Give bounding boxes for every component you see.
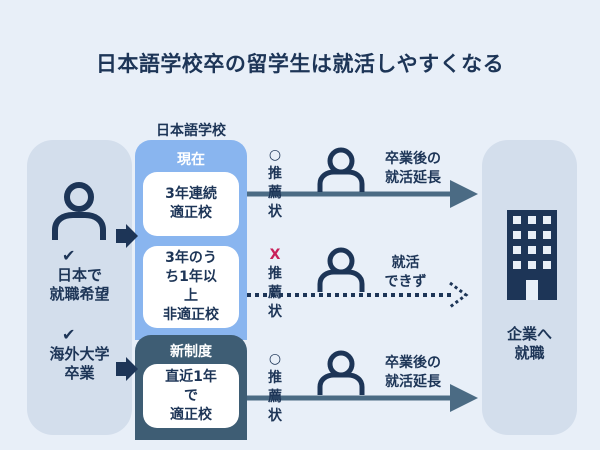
applicant-person-icon [48, 180, 110, 242]
arrow-to-school-upper [116, 229, 126, 243]
rec-char: 薦 [268, 389, 282, 405]
rec-char: 推 [268, 370, 282, 386]
condition-check-icon: ✔ [62, 246, 76, 265]
arrow-row3-head [450, 384, 478, 412]
x-mark: X [269, 247, 281, 263]
circle-mark: ○ [268, 351, 282, 367]
recommendation-no-row2: X 推 薦 状 [263, 246, 287, 322]
school-box-qualified-3yrs: 3年連続 適正校 [143, 172, 239, 236]
diagram-title: 日本語学校卒の留学生は就活しやすくなる [95, 52, 505, 76]
arrow-to-school-upper-head [126, 224, 138, 248]
recommendation-ok-row1: ○ 推 薦 状 [263, 146, 287, 222]
arrow-to-school-lower [116, 362, 126, 376]
current-system-label: 現在 [177, 152, 205, 168]
rec-char: 薦 [268, 185, 282, 201]
dotted-row2-head [449, 281, 469, 309]
school-box-nonqualified: 3年のう ち1年以 上 非適正校 [143, 246, 239, 328]
person-icon-row1 [317, 147, 365, 192]
school-box-qualified-1yr: 直近1年 で 適正校 [143, 364, 239, 428]
building-icon [507, 210, 557, 300]
rec-char: 薦 [268, 285, 282, 301]
person-icon-row2 [317, 247, 365, 292]
circle-mark: ○ [268, 147, 282, 163]
new-system-label: 新制度 [170, 344, 212, 360]
condition-japan-job: 日本で 就職希望 [49, 266, 110, 303]
recommendation-ok-row3: ○ 推 薦 状 [263, 350, 287, 426]
condition-overseas-degree: 海外大学 卒業 [49, 345, 110, 382]
company-job-text: 企業へ 就職 [506, 325, 552, 362]
rec-char: 状 [268, 304, 282, 320]
applicant-panel [27, 140, 132, 435]
school-label: 日本語学校 [156, 123, 226, 139]
rec-char: 状 [268, 408, 282, 424]
outcome-row2: 就活 できず [384, 255, 427, 290]
arrow-to-school-lower-head [126, 357, 138, 381]
rec-char: 状 [268, 204, 282, 220]
arrow-row1-head [450, 180, 478, 208]
outcome-row1: 卒業後の 就活延長 [385, 151, 441, 186]
rec-char: 推 [268, 166, 282, 182]
outcome-row3: 卒業後の 就活延長 [385, 355, 441, 390]
condition-check-icon: ✔ [62, 325, 76, 344]
rec-char: 推 [268, 266, 282, 282]
person-icon-row3 [317, 350, 365, 395]
